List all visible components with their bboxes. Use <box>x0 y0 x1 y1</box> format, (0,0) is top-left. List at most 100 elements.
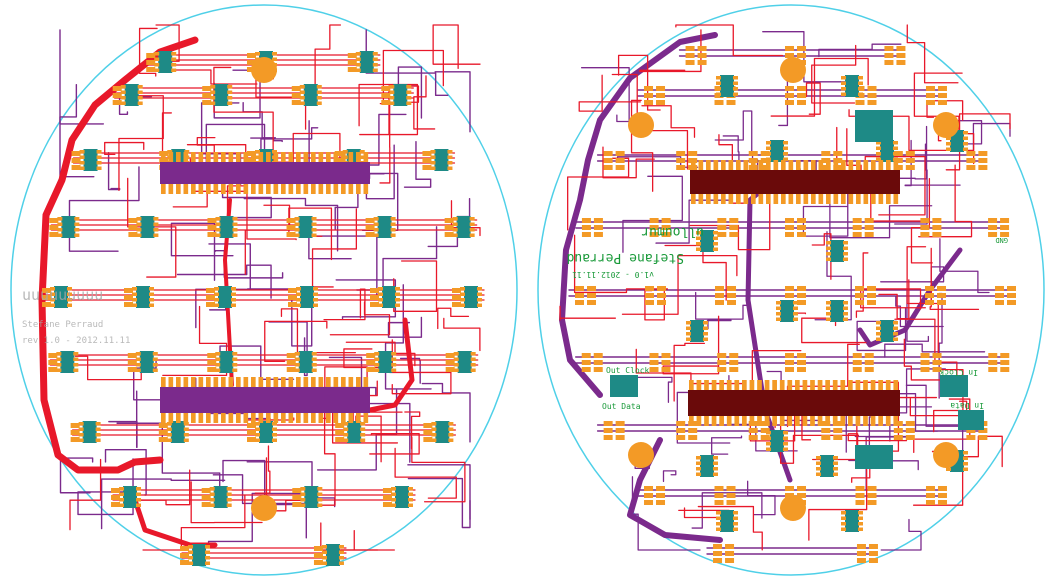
top-trace <box>265 457 304 512</box>
led-pads <box>180 546 190 565</box>
component-body <box>880 140 894 162</box>
led-driver <box>255 421 277 443</box>
led-driver <box>294 351 317 373</box>
ic-pin <box>787 414 793 426</box>
pad <box>67 292 72 296</box>
ic-pin <box>296 377 301 389</box>
pad <box>766 146 771 150</box>
ic-pin <box>757 380 762 392</box>
left-silk-title: uuuuuuuuu <box>22 286 103 304</box>
pad <box>335 437 345 442</box>
pad <box>656 93 666 98</box>
led-pads <box>644 486 654 505</box>
pad <box>696 236 701 240</box>
pad <box>703 332 708 336</box>
pad <box>56 363 62 367</box>
pad <box>313 292 318 296</box>
pad <box>988 232 998 237</box>
pad <box>447 161 453 165</box>
ic-pin <box>885 380 891 392</box>
ic-pin <box>168 377 174 389</box>
pad <box>688 151 698 156</box>
pad <box>453 363 459 367</box>
pad <box>644 486 654 491</box>
pad <box>867 93 877 98</box>
pad <box>95 433 101 437</box>
led-pads <box>797 286 806 305</box>
pad <box>766 141 771 145</box>
ic-pin <box>885 414 891 426</box>
pad <box>785 86 794 91</box>
pad <box>207 218 217 223</box>
pad <box>978 158 988 163</box>
led-driver <box>374 351 397 373</box>
pad <box>347 67 357 72</box>
led-pads <box>124 288 133 307</box>
pad <box>313 298 318 302</box>
ic-pin <box>333 377 339 389</box>
pad <box>452 233 458 237</box>
ic-pin <box>728 192 734 204</box>
left-silk-revision: rev 1.0 - 2012.11.11 <box>22 336 130 346</box>
pad <box>793 312 798 316</box>
pad <box>42 288 51 293</box>
pad <box>247 423 256 428</box>
led-pads <box>925 286 934 305</box>
pad <box>154 68 160 72</box>
ic-pin <box>303 152 309 164</box>
pad <box>855 493 865 498</box>
pad <box>843 257 848 261</box>
pad <box>158 430 168 435</box>
pad <box>444 232 454 237</box>
pad <box>726 493 736 498</box>
pad <box>431 433 437 437</box>
top-trace <box>411 436 466 503</box>
pad <box>615 165 625 170</box>
ic-pin <box>826 160 831 172</box>
mounting-hole-top <box>780 57 806 83</box>
pad <box>347 53 357 58</box>
pad <box>797 300 806 305</box>
led-pads <box>855 286 864 305</box>
pad <box>215 363 221 367</box>
pad <box>395 298 400 302</box>
pad <box>748 151 758 156</box>
pad <box>797 493 806 498</box>
pad <box>205 556 211 560</box>
pad <box>783 436 788 440</box>
ic-pin <box>341 152 346 164</box>
pad <box>685 60 695 65</box>
mounting-hole-left-top <box>628 112 654 138</box>
pad <box>124 295 133 300</box>
pad <box>893 332 898 336</box>
led-pads <box>206 288 215 307</box>
ic-pin <box>742 380 747 392</box>
pad <box>797 86 806 91</box>
ic-pin <box>691 160 696 172</box>
top-trace <box>617 54 661 111</box>
ic-pin <box>886 160 891 172</box>
pad <box>70 423 80 428</box>
led-driver <box>132 286 154 308</box>
led-driver <box>460 286 482 308</box>
pad <box>136 503 142 507</box>
top-trace <box>323 288 366 321</box>
ic-pin <box>161 377 166 389</box>
pad <box>183 422 189 426</box>
pad <box>50 298 55 302</box>
bottom-trace <box>100 478 226 530</box>
pad <box>893 152 898 156</box>
ic-pin <box>826 192 831 204</box>
pad <box>153 222 159 226</box>
ic-pin <box>236 377 241 389</box>
bottom-trace <box>407 477 471 529</box>
pad <box>686 326 691 330</box>
pad <box>205 550 211 554</box>
ic-pin <box>333 411 339 423</box>
pad <box>776 306 781 310</box>
bottom-trace <box>308 113 407 166</box>
pad <box>231 287 236 291</box>
pad <box>188 556 194 560</box>
pad <box>867 100 877 105</box>
pad <box>389 101 395 105</box>
